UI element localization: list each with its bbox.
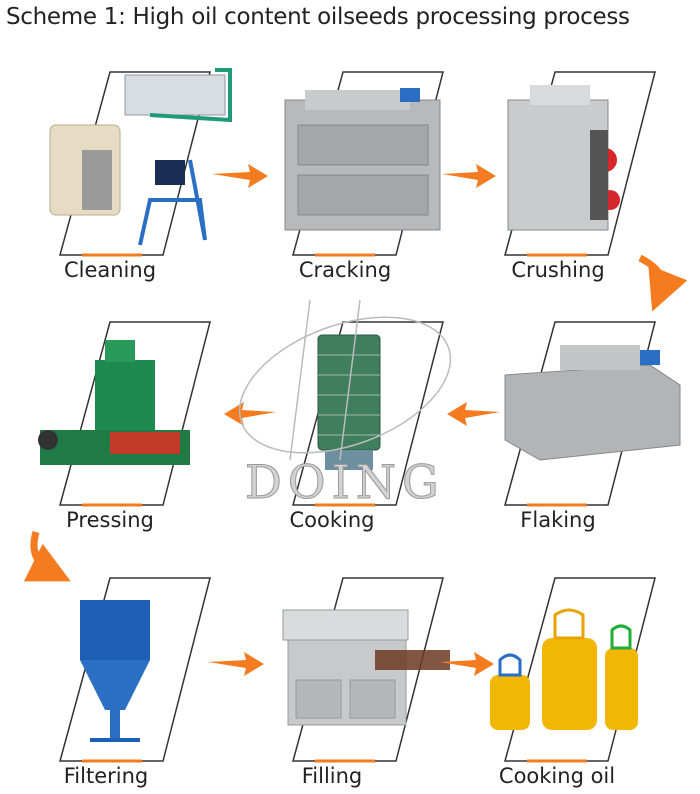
cleaning-machine-image (49, 68, 232, 246)
step-label-flaking: Flaking (520, 508, 596, 532)
cooking-oil-bottles-image (490, 608, 638, 730)
arrow-right-icon (440, 652, 494, 676)
flaking-machine-image (504, 345, 681, 461)
cooking-machine-image (317, 334, 381, 470)
crushing-machine-image (507, 85, 620, 231)
doing-logo-watermark (238, 299, 452, 461)
curved-arrow-down-icon (638, 254, 688, 312)
arrow-left-icon (224, 402, 276, 426)
curved-arrow-down-icon (23, 531, 71, 582)
step-frame (59, 577, 211, 762)
filling-machine-image (282, 609, 450, 726)
pressing-machine-image (38, 340, 190, 465)
step-label-filling: Filling (301, 764, 363, 788)
watermark-text: DOING (245, 455, 445, 510)
step-label-cleaning: Cleaning (63, 258, 157, 282)
step-label-cooking-oil: Cooking oil (498, 764, 616, 788)
step-frame (292, 321, 444, 506)
step-label-crushing: Crushing (511, 258, 605, 282)
filtering-machine-image (80, 600, 150, 742)
diagram-title: Scheme 1: High oil content oilseeds proc… (6, 4, 630, 30)
step-label-pressing: Pressing (66, 508, 154, 532)
cracking-machine-image (284, 88, 441, 231)
arrow-right-icon (442, 164, 496, 188)
arrow-right-icon (208, 652, 264, 676)
step-label-filtering: Filtering (63, 764, 149, 788)
step-label-cooking: Cooking (289, 508, 375, 532)
step-label-cracking: Cracking (298, 258, 392, 282)
arrow-left-icon (447, 402, 500, 426)
arrow-right-icon (212, 164, 268, 188)
